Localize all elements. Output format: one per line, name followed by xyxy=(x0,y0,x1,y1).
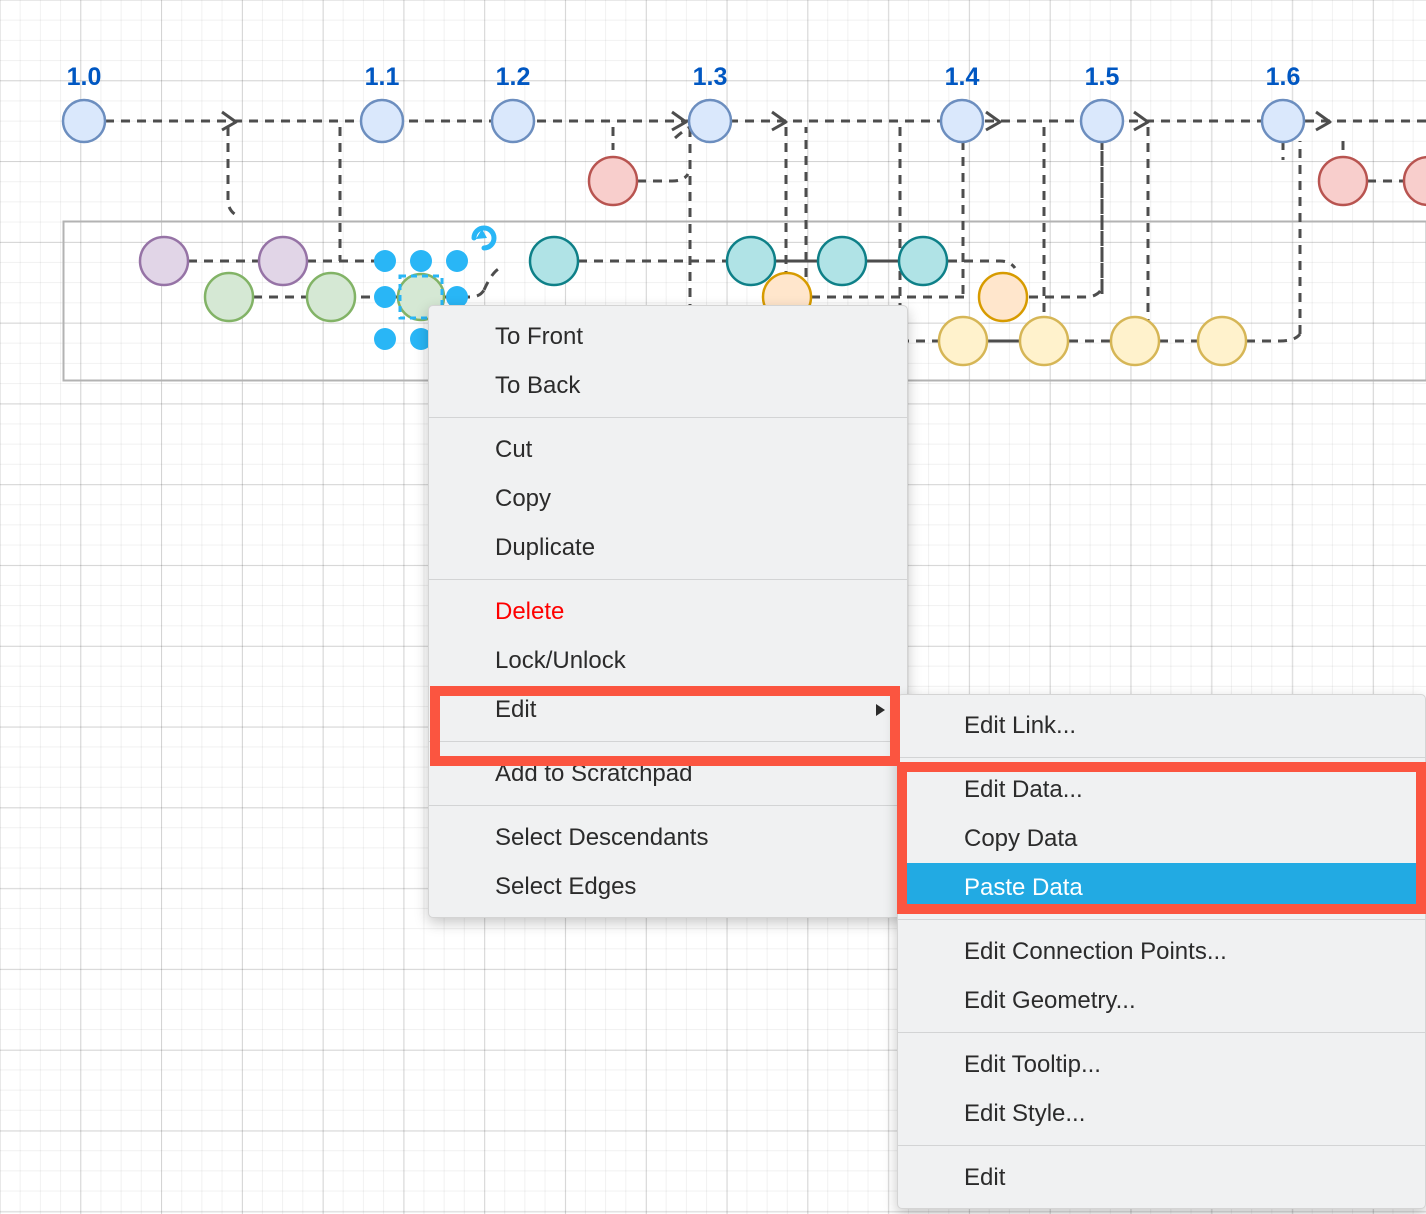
menu-item-edit-geometry[interactable]: Edit Geometry... xyxy=(898,976,1425,1025)
menu-item-lock-unlock[interactable]: Lock/Unlock xyxy=(429,636,907,685)
menu-item-label: To Front xyxy=(495,323,584,350)
menu-item-label: Edit Connection Points... xyxy=(964,938,1227,965)
menu-item-label: Paste Data xyxy=(964,874,1083,901)
resize-handle-e xyxy=(446,286,468,308)
timeline-label-1-6: 1.6 xyxy=(1265,63,1301,91)
menu-item-duplicate[interactable]: Duplicate xyxy=(429,523,907,572)
menu-item-label: Edit Style... xyxy=(964,1100,1086,1127)
timeline-node-1-3 xyxy=(687,98,733,144)
menu-item-label: Copy xyxy=(495,485,552,512)
menu-item-label: Edit xyxy=(964,1164,1006,1191)
purple-node-2 xyxy=(257,235,309,287)
red-node-1 xyxy=(587,155,639,207)
menu-item-select-descendants[interactable]: Select Descendants xyxy=(429,813,907,862)
menu-item-cut[interactable]: Cut xyxy=(429,425,907,474)
menu-item-label: Edit Link... xyxy=(964,712,1077,739)
menu-item-label: Edit Geometry... xyxy=(964,987,1136,1014)
menu-item-to-front[interactable]: To Front xyxy=(429,312,907,361)
teal-node-4 xyxy=(897,235,949,287)
chevron-right-icon xyxy=(876,703,885,716)
menu-separator xyxy=(898,919,1425,920)
resize-handle-w xyxy=(374,286,396,308)
timeline-label-1-0: 1.0 xyxy=(66,63,102,91)
menu-item-select-edges[interactable]: Select Edges xyxy=(429,862,907,911)
orange-node-2 xyxy=(977,271,1029,323)
rotate-icon xyxy=(471,225,497,251)
yellow-node-4 xyxy=(1196,315,1248,367)
menu-separator xyxy=(429,579,907,580)
timeline-node-1-5 xyxy=(1079,98,1125,144)
purple-node-1 xyxy=(138,235,190,287)
resize-handle-ne xyxy=(446,250,468,272)
menu-item-copy[interactable]: Copy xyxy=(429,474,907,523)
resize-handle-nw xyxy=(374,250,396,272)
timeline-label-1-2: 1.2 xyxy=(495,63,531,91)
yellow-node-1 xyxy=(937,315,989,367)
menu-item-delete[interactable]: Delete xyxy=(429,587,907,636)
teal-node-1 xyxy=(528,235,580,287)
menu-item-label: Edit xyxy=(495,696,537,723)
menu-item-label: Copy Data xyxy=(964,825,1078,852)
timeline-node-1-2 xyxy=(490,98,536,144)
menu-item-label: Edit Tooltip... xyxy=(964,1051,1101,1078)
menu-item-label: Lock/Unlock xyxy=(495,647,626,674)
resize-handle-sw xyxy=(374,328,396,350)
menu-item-label: To Back xyxy=(495,372,581,399)
teal-node-3 xyxy=(816,235,868,287)
menu-item-label: Duplicate xyxy=(495,534,596,561)
selection-bounds xyxy=(398,274,444,320)
red-node-3 xyxy=(1402,155,1426,207)
teal-node-2 xyxy=(725,235,777,287)
red-node-2 xyxy=(1317,155,1369,207)
menu-item-label: Add to Scratchpad xyxy=(495,760,693,787)
menu-item-edit-style[interactable]: Edit Style... xyxy=(898,1089,1425,1138)
timeline-node-1-6 xyxy=(1260,98,1306,144)
timeline-node-1-1 xyxy=(359,98,405,144)
menu-item-edit-tooltip[interactable]: Edit Tooltip... xyxy=(898,1040,1425,1089)
menu-item-paste-data[interactable]: Paste Data xyxy=(898,863,1425,912)
menu-separator xyxy=(429,417,907,418)
menu-item-label: Delete xyxy=(495,598,565,625)
yellow-node-3 xyxy=(1109,315,1161,367)
timeline-label-1-4: 1.4 xyxy=(944,63,980,91)
resize-handle-s xyxy=(410,328,432,350)
menu-item-edit[interactable]: Edit xyxy=(429,685,907,734)
menu-item-label: Select Edges xyxy=(495,873,637,900)
timeline-label-1-1: 1.1 xyxy=(364,63,400,91)
menu-separator xyxy=(429,741,907,742)
menu-separator xyxy=(429,805,907,806)
menu-separator xyxy=(898,1032,1425,1033)
menu-separator xyxy=(898,757,1425,758)
menu-item-edit-data[interactable]: Edit Data... xyxy=(898,765,1425,814)
resize-handle-n xyxy=(410,250,432,272)
timeline-node-1-4 xyxy=(939,98,985,144)
menu-item-label: Select Descendants xyxy=(495,824,709,851)
menu-item-edit-link[interactable]: Edit Link... xyxy=(898,701,1425,750)
menu-item-copy-data[interactable]: Copy Data xyxy=(898,814,1425,863)
timeline-node-1-0 xyxy=(61,98,107,144)
menu-item-label: Edit Data... xyxy=(964,776,1083,803)
menu-item-to-back[interactable]: To Back xyxy=(429,361,907,410)
node-group xyxy=(61,98,1426,367)
timeline-label-1-5: 1.5 xyxy=(1084,63,1120,91)
green-node-2 xyxy=(305,271,357,323)
menu-item-add-to-scratchpad[interactable]: Add to Scratchpad xyxy=(429,749,907,798)
green-node-1 xyxy=(203,271,255,323)
menu-separator xyxy=(898,1145,1425,1146)
menu-item-edit-connection-points[interactable]: Edit Connection Points... xyxy=(898,927,1425,976)
yellow-node-2 xyxy=(1018,315,1070,367)
timeline-label-1-3: 1.3 xyxy=(692,63,728,91)
menu-item-label: Cut xyxy=(495,436,533,463)
menu-item-edit-plain[interactable]: Edit xyxy=(898,1153,1425,1202)
